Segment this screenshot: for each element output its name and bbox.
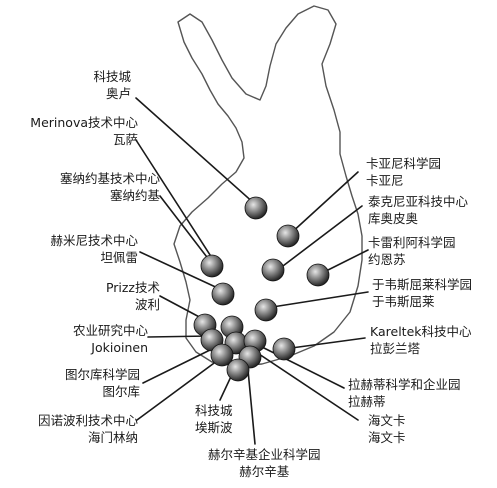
label-jyvaskyla-line2: 于韦斯屈莱 xyxy=(372,294,435,309)
label-jokioinen-line2: Jokioinen xyxy=(91,340,148,355)
label-pori-line2: 波利 xyxy=(134,297,160,312)
label-pori: Prizz技术 波利 xyxy=(106,279,160,313)
leader-jyvaskyla xyxy=(265,291,369,309)
leader-hyvinkaa xyxy=(249,347,359,421)
marker-kajaani xyxy=(276,224,300,248)
label-seinajoki-line1: 塞纳约基技术中心 xyxy=(59,171,160,186)
marker-espoo xyxy=(226,358,250,382)
marker-vaasa xyxy=(200,254,224,278)
label-helsinki-line1: 赫尔辛基企业科学园 xyxy=(208,447,321,462)
label-pori-line1: Prizz技术 xyxy=(105,280,160,295)
marker-jyvaskyla xyxy=(254,298,278,322)
marker-joensuu xyxy=(306,263,330,287)
label-hameenlinna: 因诺波利技术中心 海门林纳 xyxy=(38,412,138,446)
label-joensuu: 卡雷利阿科学园 约恩苏 xyxy=(368,234,456,268)
label-turku: 图尔库科学园 图尔库 xyxy=(65,366,140,400)
leader-lappeenranta xyxy=(283,337,366,350)
marker-kuopio xyxy=(261,258,285,282)
label-vaasa-line1: Merinova技术中心 xyxy=(30,115,138,130)
marker-lappeenranta xyxy=(272,337,296,361)
leader-seinajoki xyxy=(159,195,214,266)
leader-tampere xyxy=(139,251,223,291)
label-lappeenranta: Kareltek科技中心 拉彭兰塔 xyxy=(370,323,472,357)
marker-oulu xyxy=(244,196,268,220)
leader-pori xyxy=(159,295,206,321)
label-hyvinkaa-line2: 海文卡 xyxy=(368,430,406,445)
label-oulu: 科技城 奥卢 xyxy=(93,68,131,102)
label-jyvaskyla: 于韦斯屈莱科学园 于韦斯屈莱 xyxy=(372,276,472,310)
label-helsinki-line2: 赫尔辛基 xyxy=(239,464,290,479)
label-lappeenranta-line1: Kareltek科技中心 xyxy=(370,324,472,339)
leader-lahti xyxy=(255,343,345,389)
label-hyvinkaa-line1: 海文卡 xyxy=(368,413,406,428)
label-kajaani-line1: 卡亚尼科学园 xyxy=(366,156,442,171)
label-vaasa: Merinova技术中心 瓦萨 xyxy=(30,114,138,148)
finland-outline xyxy=(173,5,363,367)
leader-oulu xyxy=(135,97,257,206)
label-jokioinen-line1: 农业研究中心 xyxy=(72,323,148,338)
leader-kuopio xyxy=(274,205,363,273)
label-oulu-line1: 科技城 xyxy=(93,69,131,84)
label-hyvinkaa: 海文卡 海文卡 xyxy=(368,412,406,446)
leader-lines xyxy=(135,97,369,445)
label-tampere: 赫米尼技术中心 坦佩雷 xyxy=(50,232,138,266)
label-tampere-line2: 坦佩雷 xyxy=(100,250,138,265)
label-joensuu-line1: 卡雷利阿科学园 xyxy=(368,235,456,250)
label-turku-line1: 图尔库科学园 xyxy=(64,367,140,382)
leader-turku xyxy=(142,349,211,384)
label-jyvaskyla-line1: 于韦斯屈莱科学园 xyxy=(372,277,473,292)
label-lahti-line2: 拉赫蒂 xyxy=(348,394,386,409)
label-kuopio: 泰克尼亚科技中心 库奥皮奥 xyxy=(368,193,468,227)
label-seinajoki-line2: 塞纳约基 xyxy=(109,188,160,203)
marker-seinajoki xyxy=(211,282,235,306)
label-oulu-line2: 奥卢 xyxy=(105,86,131,101)
leader-kajaani xyxy=(289,171,359,235)
leader-helsinki xyxy=(247,369,256,445)
label-lahti: 拉赫蒂科学和企业园 拉赫蒂 xyxy=(348,376,461,410)
label-hameenlinna-line1: 因诺波利技术中心 xyxy=(37,413,138,428)
leader-hameenlinna xyxy=(136,354,226,421)
label-seinajoki: 塞纳约基技术中心 塞纳约基 xyxy=(60,170,160,204)
label-lahti-line1: 拉赫蒂科学和企业园 xyxy=(348,377,461,392)
label-kuopio-line2: 库奥皮奥 xyxy=(368,211,419,226)
label-kuopio-line1: 泰克尼亚科技中心 xyxy=(368,194,469,209)
marker-turku xyxy=(210,343,234,367)
label-hameenlinna-line2: 海门林纳 xyxy=(87,430,138,445)
label-helsinki: 赫尔辛基企业科学园 赫尔辛基 xyxy=(208,446,321,480)
label-kajaani-line2: 卡亚尼 xyxy=(366,173,404,188)
label-tampere-line1: 赫米尼技术中心 xyxy=(50,233,138,248)
label-lappeenranta-line2: 拉彭兰塔 xyxy=(370,341,421,356)
label-espoo-line2: 埃斯波 xyxy=(195,420,233,435)
city-markers xyxy=(193,196,330,382)
label-vaasa-line2: 瓦萨 xyxy=(112,132,138,147)
label-espoo-line1: 科技城 xyxy=(195,403,233,418)
leader-vaasa xyxy=(135,139,213,259)
label-jokioinen: 农业研究中心 Jokioinen xyxy=(73,322,148,356)
label-espoo: 科技城 埃斯波 xyxy=(195,402,233,436)
label-joensuu-line2: 约恩苏 xyxy=(368,252,406,267)
label-kajaani: 卡亚尼科学园 卡亚尼 xyxy=(366,155,441,189)
label-turku-line2: 图尔库 xyxy=(102,384,140,399)
leader-jokioinen xyxy=(147,335,211,338)
